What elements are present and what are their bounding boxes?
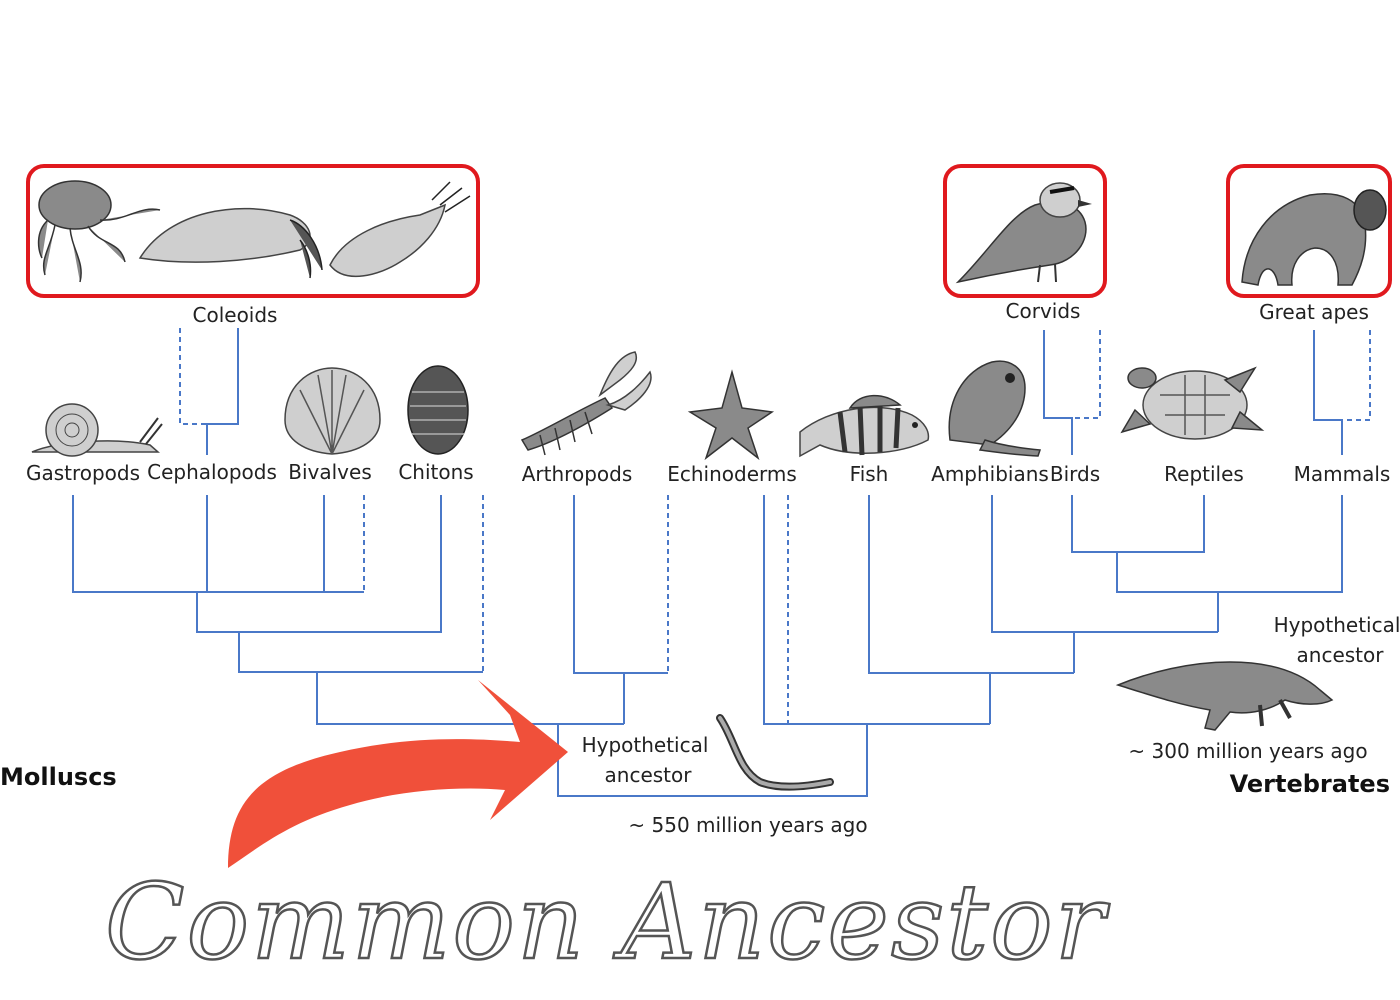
- cuttlefish-icon: [138, 207, 323, 279]
- vertebrate-ancestor-label-line2: ancestor: [1297, 643, 1385, 667]
- snail-icon: [31, 403, 163, 457]
- worm-icon: [716, 714, 834, 791]
- reptile-ancestor-icon: [1115, 661, 1334, 731]
- gastropods-label: Gastropods: [26, 461, 140, 485]
- squid-icon: [329, 181, 471, 278]
- starfish-icon: [687, 369, 775, 461]
- perch-fish-icon: [799, 394, 930, 458]
- bivalves-label: Bivalves: [288, 460, 372, 484]
- birds-dashed-branch: [1072, 330, 1101, 419]
- great-apes-highlight-box: [1226, 164, 1392, 298]
- mollusc-tree: [72, 495, 624, 725]
- common-ancestor-age: ~ 550 million years ago: [628, 813, 867, 837]
- common-ancestor-label-line1: Hypothetical: [582, 733, 709, 757]
- fish-label: Fish: [850, 462, 889, 486]
- bird-icon: [955, 182, 1092, 284]
- mammals-dashed-branch: [1342, 330, 1371, 421]
- chiton-icon: [407, 365, 469, 455]
- corvids-highlight-box: [943, 164, 1107, 298]
- amphibians-label: Amphibians: [931, 462, 1049, 486]
- cephalopods-label: Cephalopods: [147, 460, 277, 484]
- lobster-icon: [520, 351, 652, 456]
- vertebrate-tree: [763, 495, 1343, 725]
- coleoids-branch: [206, 328, 239, 455]
- vertebrate-ancestor-label-line1: Hypothetical: [1274, 613, 1400, 637]
- vertebrates-clade-label: Vertebrates: [1230, 770, 1390, 798]
- arthropods-label: Arthropods: [522, 462, 633, 486]
- common-ancestor-caption: Common Ancestor: [105, 861, 1110, 983]
- reptiles-label: Reptiles: [1164, 462, 1244, 486]
- echinoderms-label: Echinoderms: [667, 462, 797, 486]
- corvids-branch: [1043, 330, 1073, 455]
- arthropod-tree: [573, 495, 668, 724]
- coleoids-label: Coleoids: [193, 303, 278, 327]
- mammals-label: Mammals: [1294, 462, 1391, 486]
- scallop-icon: [284, 367, 381, 455]
- corvids-label: Corvids: [1006, 299, 1081, 323]
- great-apes-label: Great apes: [1259, 300, 1369, 324]
- coleoids-highlight-box: [26, 164, 480, 298]
- chitons-label: Chitons: [398, 460, 473, 484]
- turtle-icon: [1120, 366, 1265, 440]
- common-ancestor-label-line2: ancestor: [605, 763, 693, 787]
- chimpanzee-icon: [1241, 189, 1387, 286]
- octopus-icon: [37, 180, 161, 283]
- vertebrate-ancestor-age: ~ 300 million years ago: [1128, 739, 1367, 763]
- pointer-arrow-icon: [228, 680, 568, 868]
- molluscs-clade-label: Molluscs: [0, 763, 117, 791]
- frog-icon: [948, 360, 1042, 457]
- great-apes-branch: [1313, 330, 1343, 455]
- birds-label: Birds: [1050, 462, 1100, 486]
- cephalopods-dashed-branch: [179, 328, 207, 425]
